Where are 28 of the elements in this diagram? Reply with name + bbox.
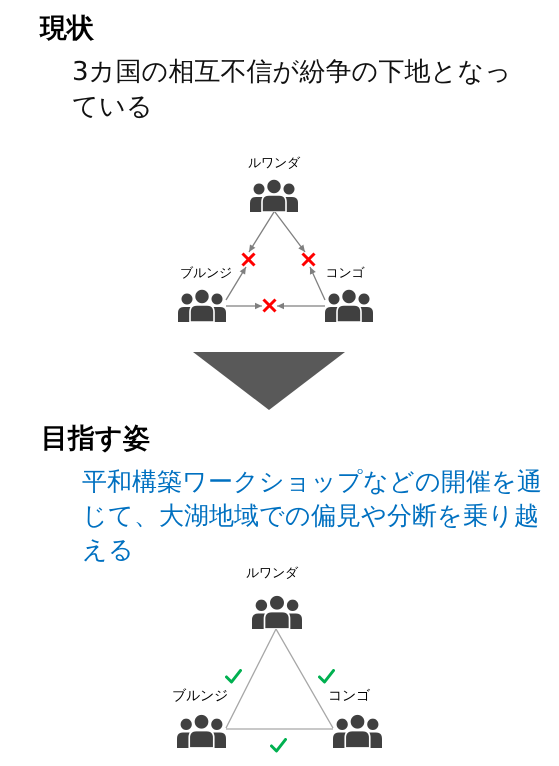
arrow bbox=[248, 212, 275, 252]
cross-icon bbox=[301, 252, 316, 267]
country-label: ブルンジ bbox=[172, 689, 228, 703]
section-heading: 現状 bbox=[40, 13, 94, 46]
people-icon bbox=[177, 713, 226, 748]
country-label: ルワンダ bbox=[248, 157, 300, 170]
arrow bbox=[274, 212, 306, 252]
section-heading: 目指す姿 bbox=[41, 423, 150, 456]
people-icon bbox=[250, 178, 298, 212]
description-text: 3カ国の相互不信が紛争の下地となっている bbox=[72, 56, 513, 124]
connector-line bbox=[226, 728, 333, 730]
arrow bbox=[309, 266, 326, 300]
cross-icon bbox=[262, 298, 277, 313]
arrow bbox=[225, 266, 247, 300]
arrow bbox=[226, 302, 262, 310]
cross-icon bbox=[241, 252, 256, 267]
people-icon bbox=[178, 288, 226, 322]
description-text: 平和構築ワークショップなどの開催を通じて、大湖地域での偏見や分断を乗り越える bbox=[82, 466, 543, 566]
arrow bbox=[277, 302, 325, 310]
country-label: ルワンダ bbox=[246, 567, 298, 580]
connector-line bbox=[275, 628, 334, 728]
connector-line bbox=[225, 628, 277, 728]
people-icon bbox=[333, 713, 382, 748]
country-label: コンゴ bbox=[326, 267, 364, 280]
people-icon bbox=[252, 594, 302, 629]
country-label: コンゴ bbox=[328, 689, 370, 703]
people-icon bbox=[325, 288, 373, 322]
country-label: ブルンジ bbox=[180, 267, 232, 280]
